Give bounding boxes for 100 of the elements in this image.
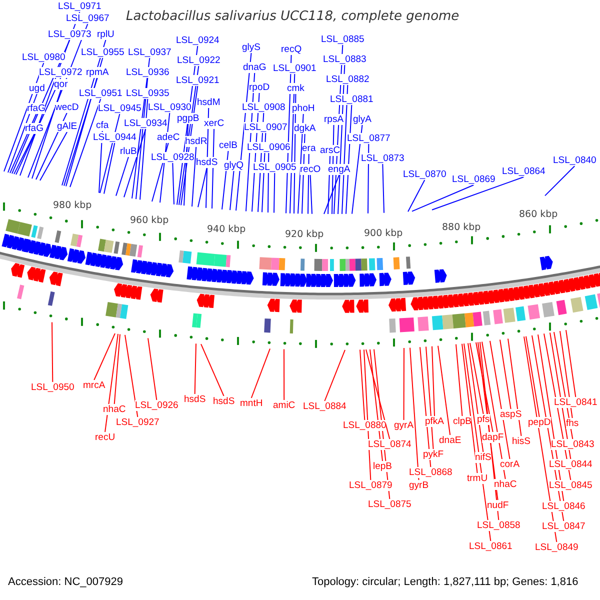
leader-line bbox=[104, 142, 116, 194]
footer-text: Accession: NC_007929 bbox=[8, 576, 123, 588]
gene-label: LSL_0881 bbox=[330, 94, 374, 105]
gene-label: recU bbox=[95, 432, 116, 443]
leader-line bbox=[420, 346, 432, 468]
leader-line bbox=[148, 338, 158, 400]
leader-line bbox=[308, 154, 310, 214]
gene-label: hisS bbox=[512, 436, 530, 447]
gene-label: LSL_0973 bbox=[48, 29, 92, 40]
gene-label: nhaC bbox=[494, 479, 517, 490]
leader-line bbox=[508, 338, 522, 436]
leader-line bbox=[560, 330, 573, 418]
leader-line bbox=[192, 146, 197, 207]
gene-label: mntH bbox=[240, 398, 263, 409]
gene-label: recQ bbox=[281, 44, 302, 55]
gene-label: nhaC bbox=[103, 404, 126, 415]
gene-label: recO bbox=[300, 164, 321, 175]
gene-label: ugd bbox=[29, 83, 45, 94]
gene-label: corA bbox=[500, 459, 520, 470]
leader-line bbox=[426, 346, 434, 450]
gene-label: clpB bbox=[453, 416, 472, 427]
leader-line bbox=[200, 344, 224, 396]
gene-label: LSL_0844 bbox=[549, 459, 592, 470]
gene-label: LSL_0882 bbox=[326, 74, 370, 85]
leader-line bbox=[324, 349, 346, 402]
leader-line bbox=[172, 162, 174, 205]
leader-line bbox=[478, 342, 498, 500]
leader-line bbox=[468, 342, 484, 452]
gene-label: mrcA bbox=[83, 380, 106, 391]
gene-label: LSL_0936 bbox=[126, 67, 170, 78]
gene-label: LSL_0980 bbox=[22, 52, 66, 63]
gene-label: phoH bbox=[292, 103, 315, 114]
gene-label: gyrB bbox=[409, 480, 429, 491]
gene-label: fhs bbox=[566, 418, 579, 429]
leader-line bbox=[230, 170, 234, 211]
scale-label: 920 kbp bbox=[285, 229, 324, 240]
leader-line bbox=[368, 144, 370, 214]
leader-line bbox=[124, 334, 138, 418]
gene-label: LSL_0879 bbox=[349, 480, 392, 491]
leader-line bbox=[40, 132, 68, 181]
gene-label: LSL_0934 bbox=[124, 118, 168, 129]
gene-label: LSL_0869 bbox=[452, 174, 496, 185]
leader-line bbox=[124, 128, 146, 198]
gene-label: LSL_0945 bbox=[98, 103, 142, 114]
leader-line bbox=[194, 343, 196, 394]
scale-label: 940 kbp bbox=[207, 224, 246, 235]
leader-line bbox=[274, 172, 276, 214]
gene-label: LSL_0843 bbox=[551, 439, 594, 450]
leader-line bbox=[332, 124, 334, 214]
gene-label: LSL_0880 bbox=[343, 420, 386, 431]
leader-line bbox=[352, 124, 363, 214]
leader-line bbox=[476, 342, 494, 432]
gene-label: pykF bbox=[423, 449, 444, 460]
leader-line bbox=[500, 339, 512, 410]
leader-line bbox=[360, 349, 366, 420]
leader-line bbox=[410, 347, 420, 480]
gene-label: cmk bbox=[287, 83, 304, 94]
gene-label: hsdM bbox=[197, 97, 220, 108]
gene-label: glyQ bbox=[224, 160, 244, 171]
gene-label: wecD bbox=[55, 102, 79, 113]
scale-label: 900 kbp bbox=[364, 228, 403, 239]
leader-line bbox=[10, 114, 37, 174]
leader-line bbox=[482, 341, 506, 480]
gene-label: LSL_0922 bbox=[177, 55, 220, 66]
leader-line bbox=[408, 180, 426, 212]
leader-line bbox=[284, 348, 285, 400]
leader-line bbox=[328, 156, 331, 214]
gene-label: glyA bbox=[353, 114, 372, 125]
leader-line bbox=[198, 168, 208, 208]
gene-label: LSL_0901 bbox=[273, 63, 316, 74]
scale-label: 980 kbp bbox=[53, 200, 92, 211]
leader-line bbox=[140, 98, 148, 200]
gene-label: LSL_0937 bbox=[128, 47, 172, 58]
leader-line bbox=[324, 174, 340, 214]
leader-line bbox=[412, 184, 474, 212]
leader-line bbox=[4, 62, 44, 172]
gene-label: rfaG bbox=[27, 103, 46, 114]
gene-label: rfaG bbox=[25, 123, 44, 134]
scale-label: 960 kbp bbox=[130, 215, 169, 226]
leader-line bbox=[470, 342, 484, 414]
leader-line bbox=[438, 345, 451, 436]
gene-label: hsdS bbox=[184, 394, 206, 405]
gene-label: LSL_0944 bbox=[93, 132, 136, 143]
leader-line bbox=[432, 176, 524, 210]
gene-label: gAlE bbox=[57, 121, 78, 132]
gene-label: LSL_0846 bbox=[542, 501, 586, 512]
diagram-title: Lactobacillus salivarius UCC118, complete genome bbox=[126, 9, 460, 24]
gene-label: celB bbox=[219, 140, 238, 151]
gene-label: dnaG bbox=[243, 62, 266, 73]
gene-label: glyS bbox=[242, 42, 260, 53]
gene-label: LSL_0873 bbox=[361, 153, 404, 164]
leader-line bbox=[104, 333, 118, 432]
leader-line bbox=[52, 322, 54, 382]
gene-label: lepB bbox=[373, 461, 392, 472]
gene-label: LSL_0864 bbox=[502, 166, 546, 177]
leader-line bbox=[342, 84, 348, 214]
gene-label: qor bbox=[54, 79, 68, 90]
gene-label: LSL_0908 bbox=[242, 102, 286, 113]
gene-label: LSL_0924 bbox=[176, 35, 220, 46]
leader-line bbox=[212, 128, 215, 209]
